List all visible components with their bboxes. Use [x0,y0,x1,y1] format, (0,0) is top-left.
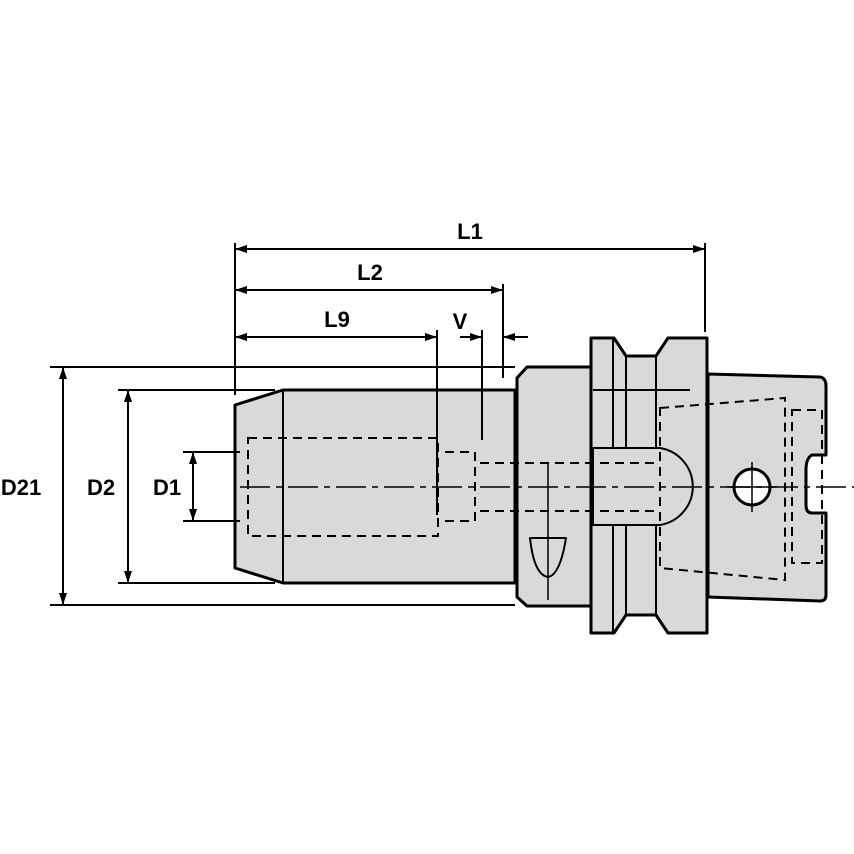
label-L2: L2 [357,260,383,285]
label-D1: D1 [152,475,182,500]
label-V: V [452,309,468,334]
label-L9: L9 [324,307,350,332]
label-D21: D21 [0,475,42,500]
label-L1: L1 [457,219,483,244]
label-D2: D2 [86,475,116,500]
